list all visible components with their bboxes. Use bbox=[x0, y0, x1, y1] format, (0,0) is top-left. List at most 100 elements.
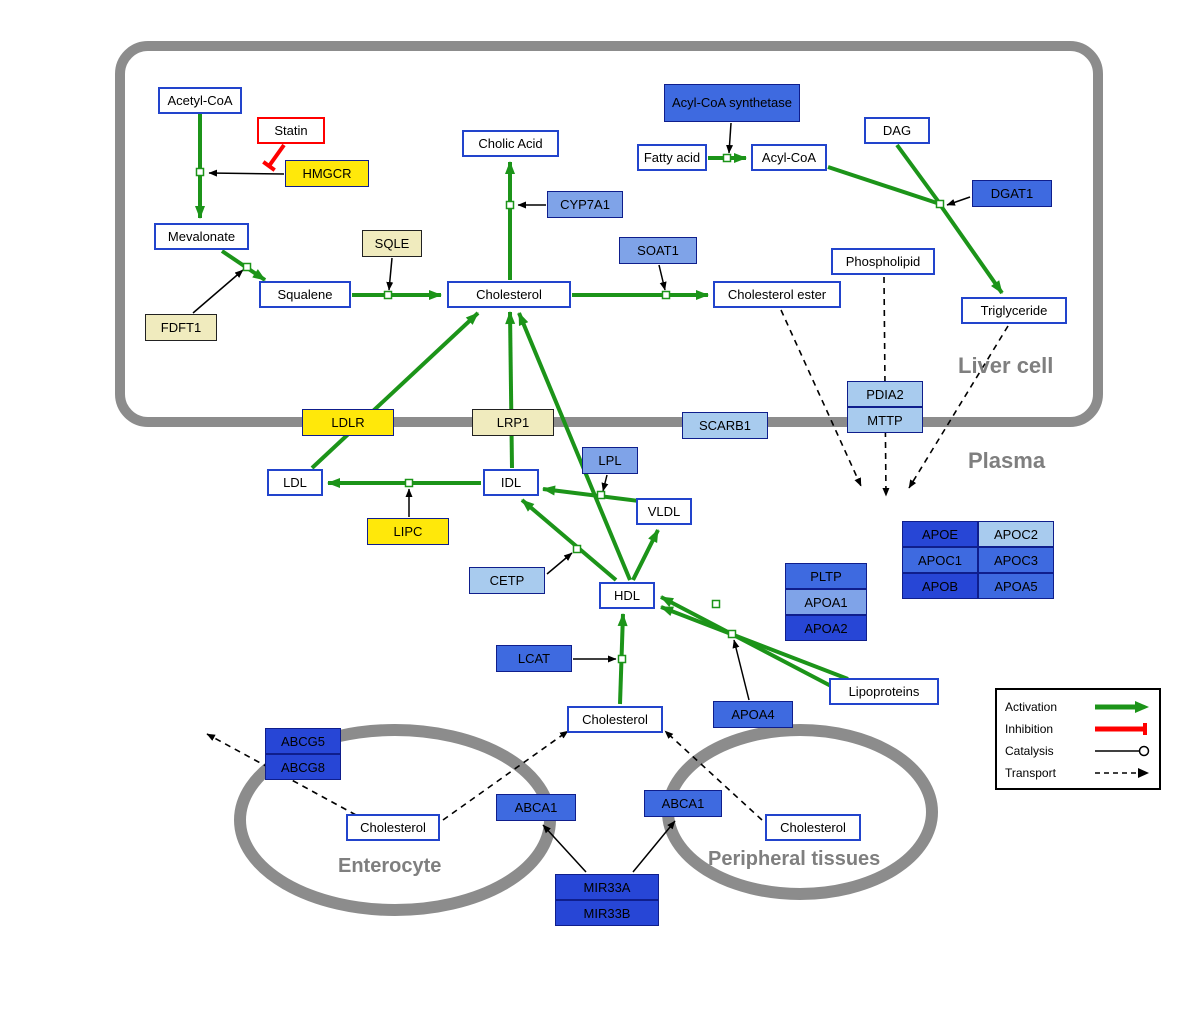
node-sqle[interactable]: SQLE bbox=[362, 230, 422, 257]
node-phospholipid[interactable]: Phospholipid bbox=[831, 248, 935, 275]
node-abcg5[interactable]: ABCG5 bbox=[265, 728, 341, 754]
transport-edges bbox=[206, 276, 1009, 821]
liver-cell-label: Liver cell bbox=[958, 353, 1054, 378]
node-cholesterol-enterocyte[interactable]: Cholesterol bbox=[346, 814, 440, 841]
inhibition-edges bbox=[262, 143, 286, 172]
node-triglyceride[interactable]: Triglyceride bbox=[961, 297, 1067, 324]
node-squalene[interactable]: Squalene bbox=[259, 281, 351, 308]
node-abca1-peripheral[interactable]: ABCA1 bbox=[644, 790, 722, 817]
node-ldl[interactable]: LDL bbox=[267, 469, 323, 496]
node-cholesterol-peripheral[interactable]: Cholesterol bbox=[765, 814, 861, 841]
node-pdia2[interactable]: PDIA2 bbox=[847, 381, 923, 407]
catalysis-mir33a-abca1 bbox=[542, 824, 587, 873]
node-lipc[interactable]: LIPC bbox=[367, 518, 449, 545]
node-hdl[interactable]: HDL bbox=[599, 582, 655, 609]
catalysis-mir33b-abca1 bbox=[632, 820, 676, 873]
inhibition-tbar-symbol bbox=[1095, 723, 1147, 735]
legend-transport-label: Transport bbox=[1005, 766, 1056, 780]
edge-acylcoa-to-junction bbox=[827, 165, 941, 206]
catalysis-hmgcr bbox=[208, 169, 285, 177]
node-fdft1[interactable]: FDFT1 bbox=[145, 314, 217, 341]
legend-row-catalysis: Catalysis bbox=[1005, 740, 1151, 762]
catalysis-cetp bbox=[546, 552, 573, 575]
node-apoa1[interactable]: APOA1 bbox=[785, 589, 867, 615]
node-apoa4[interactable]: APOA4 bbox=[713, 701, 793, 728]
node-fatty-acid[interactable]: Fatty acid bbox=[637, 144, 707, 171]
edge-dag-to-junction bbox=[895, 143, 940, 203]
reaction-anchors bbox=[195, 153, 945, 664]
edge-idl-to-cholesterol-via-lrp1 bbox=[505, 311, 516, 469]
edge-hdl-to-vldl bbox=[631, 529, 660, 581]
catalysis-soat1 bbox=[658, 264, 667, 291]
edge-hdl-to-cholesterol-liver bbox=[517, 312, 632, 581]
node-acyl-coa[interactable]: Acyl-CoA bbox=[751, 144, 827, 171]
node-apoc1[interactable]: APOC1 bbox=[902, 547, 978, 573]
node-cholesterol-ester[interactable]: Cholesterol ester bbox=[713, 281, 841, 308]
legend-activation-label: Activation bbox=[1005, 700, 1058, 714]
node-statin[interactable]: Statin bbox=[257, 117, 325, 144]
transport-triglyceride-to-plasma bbox=[908, 325, 1009, 489]
catalysis-lpl bbox=[601, 474, 609, 492]
node-dag[interactable]: DAG bbox=[864, 117, 930, 144]
catalysis-circle-symbol bbox=[1095, 745, 1150, 757]
node-mir33a[interactable]: MIR33A bbox=[555, 874, 659, 900]
node-acetyl-coa[interactable]: Acetyl-CoA bbox=[158, 87, 242, 114]
node-abcg8[interactable]: ABCG8 bbox=[265, 754, 341, 780]
liver-cell-outline bbox=[115, 41, 1103, 427]
node-lpl[interactable]: LPL bbox=[582, 447, 638, 474]
peripheral-tissues-label: Peripheral tissues bbox=[708, 848, 881, 870]
node-cholesterol-liver[interactable]: Cholesterol bbox=[447, 281, 571, 308]
node-acyl-coa-synthetase[interactable]: Acyl-CoA synthetase bbox=[664, 84, 800, 122]
node-mevalonate[interactable]: Mevalonate bbox=[154, 223, 249, 250]
node-dgat1[interactable]: DGAT1 bbox=[972, 180, 1052, 207]
node-vldl[interactable]: VLDL bbox=[636, 498, 692, 525]
legend-row-transport: Transport bbox=[1005, 762, 1151, 784]
transport-phospholipid-to-plasma bbox=[882, 276, 890, 497]
activation-arrow-symbol bbox=[1095, 701, 1149, 713]
node-cholesterol-plasma[interactable]: Cholesterol bbox=[567, 706, 663, 733]
edge-vldl-to-idl bbox=[542, 485, 640, 503]
node-apob[interactable]: APOB bbox=[902, 573, 978, 599]
legend-row-activation: Activation bbox=[1005, 696, 1151, 718]
node-apoa2[interactable]: APOA2 bbox=[785, 615, 867, 641]
inhibition-statin-hmgcr bbox=[262, 143, 286, 172]
node-ldlr[interactable]: LDLR bbox=[302, 409, 394, 436]
transport-arrow-symbol bbox=[1095, 768, 1149, 778]
enterocyte-label: Enterocyte bbox=[338, 855, 442, 877]
transport-enterocyte-cholesterol-to-plasma bbox=[442, 730, 569, 821]
node-lipoproteins[interactable]: Lipoproteins bbox=[829, 678, 939, 705]
catalysis-apoa4 bbox=[732, 639, 750, 701]
node-cyp7a1[interactable]: CYP7A1 bbox=[547, 191, 623, 218]
node-lcat[interactable]: LCAT bbox=[496, 645, 572, 672]
legend: Activation Inhibition Catalysis Transpor… bbox=[995, 688, 1161, 790]
node-soat1[interactable]: SOAT1 bbox=[619, 237, 697, 264]
node-scarb1[interactable]: SCARB1 bbox=[682, 412, 768, 439]
node-mttp[interactable]: MTTP bbox=[847, 407, 923, 433]
node-cetp[interactable]: CETP bbox=[469, 567, 545, 594]
activation-edges bbox=[195, 114, 1004, 705]
catalysis-fdft1 bbox=[192, 269, 244, 314]
node-apoc3[interactable]: APOC3 bbox=[978, 547, 1054, 573]
catalysis-acylcoa-synthetase bbox=[726, 122, 734, 154]
legend-catalysis-label: Catalysis bbox=[1005, 744, 1054, 758]
node-apoa5[interactable]: APOA5 bbox=[978, 573, 1054, 599]
edge-junction-to-triglyceride bbox=[939, 204, 1004, 295]
catalysis-edges bbox=[192, 122, 971, 873]
node-hmgcr[interactable]: HMGCR bbox=[285, 160, 369, 187]
catalysis-sqle bbox=[386, 257, 394, 291]
legend-inhibition-label: Inhibition bbox=[1005, 722, 1054, 736]
node-apoc2[interactable]: APOC2 bbox=[978, 521, 1054, 547]
node-pltp[interactable]: PLTP bbox=[785, 563, 867, 589]
node-apoe[interactable]: APOE bbox=[902, 521, 978, 547]
node-abca1-enterocyte[interactable]: ABCA1 bbox=[496, 794, 576, 821]
node-lrp1[interactable]: LRP1 bbox=[472, 409, 554, 436]
plasma-label: Plasma bbox=[968, 448, 1046, 473]
node-mir33b[interactable]: MIR33B bbox=[555, 900, 659, 926]
legend-row-inhibition: Inhibition bbox=[1005, 718, 1151, 740]
node-cholic-acid[interactable]: Cholic Acid bbox=[462, 130, 559, 157]
edge-lipoproteins-to-hdl-lower bbox=[660, 605, 849, 681]
node-idl[interactable]: IDL bbox=[483, 469, 539, 496]
catalysis-dgat1 bbox=[946, 196, 971, 206]
